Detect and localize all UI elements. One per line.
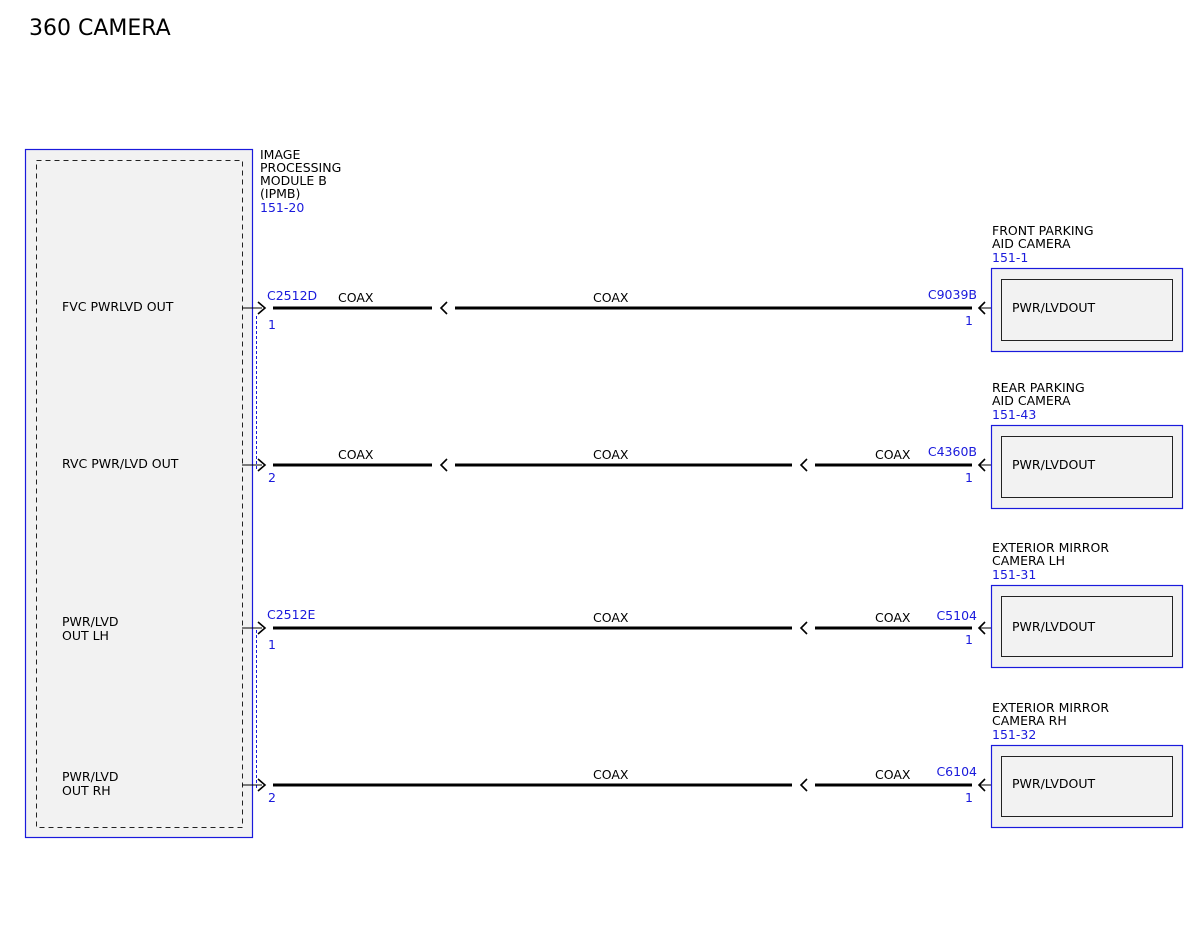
inline-connector-icon [799,458,808,472]
circuit-front-parking-camera: C2512D 1 COAX COAX C9039B 1 FRONT PARKIN… [242,223,1184,353]
device-pin-number: 1 [965,790,973,805]
module-connector-id: C2512E [267,607,316,622]
module-name-line-3: MODULE B [260,173,327,188]
device-ref: 151-32 [992,727,1036,742]
wire-label: COAX [593,290,629,305]
wire-label: COAX [593,610,629,625]
device-name-line-2: CAMERA LH [992,553,1065,568]
male-terminal-icon [257,458,267,472]
inline-connector-icon [799,621,808,635]
inline-connector-icon [799,778,808,792]
device-pin-box [1001,436,1173,498]
device-name-line-1: REAR PARKING [992,380,1085,395]
wire-label: COAX [338,447,374,462]
device-name-line-1: EXTERIOR MIRROR [992,540,1109,555]
inline-connector-icon [439,301,448,315]
module-pin-number: 2 [268,790,276,805]
module-ipmb: IMAGE PROCESSING MODULE B (IPMB) 151-20 … [24,147,341,839]
device-connector-id: C4360B [928,444,977,459]
wire-label: COAX [593,447,629,462]
wire-label: COAX [875,610,911,625]
module-pin-label: OUT RH [62,783,111,798]
module-name-line-4: (IPMB) [260,186,300,201]
device-name-line-1: EXTERIOR MIRROR [992,700,1109,715]
wire-label: COAX [338,290,374,305]
device-ref: 151-1 [992,250,1028,265]
module-connector-id: C2512D [267,288,317,303]
module-pin-label: OUT LH [62,628,109,643]
module-pin-number: 1 [268,637,276,652]
module-pin-label: FVC PWRLVD OUT [62,299,174,314]
device-name-line-2: AID CAMERA [992,236,1071,251]
male-terminal-icon [257,778,267,792]
module-pin-number: 2 [268,470,276,485]
device-pin-number: 1 [965,632,973,647]
page-title: 360 CAMERA [29,16,171,41]
device-connector-id: C9039B [928,287,977,302]
device-pin-box [1001,279,1173,341]
module-inner-dashed [36,160,243,828]
device-ref: 151-43 [992,407,1036,422]
circuit-mirror-camera-lh: C2512E 1 COAX COAX C5104 1 EXTERIOR MIRR… [242,540,1184,669]
module-pin-number: 1 [268,317,276,332]
device-name-line-2: AID CAMERA [992,393,1071,408]
module-pin-label: PWR/LVD [62,769,119,784]
device-pin-number: 1 [965,313,973,328]
device-name-line-2: CAMERA RH [992,713,1067,728]
device-connector-id: C6104 [936,764,977,779]
module-name-line-1: IMAGE [260,147,300,162]
device-pin-number: 1 [965,470,973,485]
male-terminal-icon [257,301,267,315]
device-connector-id: C5104 [936,608,977,623]
inline-connector-icon [439,458,448,472]
device-pin-box [1001,756,1173,817]
module-pin-label: PWR/LVD [62,614,119,629]
module-outline [24,148,254,839]
device-name-line-1: FRONT PARKING [992,223,1094,238]
male-terminal-icon [257,621,267,635]
device-pin-box [1001,596,1173,657]
device-pin-label: PWR/LVDOUT [1012,619,1096,634]
device-pin-label: PWR/LVDOUT [1012,776,1096,791]
wire-label: COAX [875,767,911,782]
circuit-mirror-camera-rh: 2 COAX COAX C6104 1 EXTERIOR MIRROR CAME… [242,700,1184,829]
module-name-line-2: PROCESSING [260,160,341,175]
module-ref: 151-20 [260,200,304,215]
wire-label: COAX [875,447,911,462]
device-pin-label: PWR/LVDOUT [1012,300,1096,315]
wire-label: COAX [593,767,629,782]
device-pin-label: PWR/LVDOUT [1012,457,1096,472]
circuit-rear-parking-camera: 2 COAX COAX COAX C4360B 1 REAR PARKING A… [242,380,1184,510]
device-ref: 151-31 [992,567,1036,582]
module-pin-label: RVC PWR/LVD OUT [62,456,179,471]
